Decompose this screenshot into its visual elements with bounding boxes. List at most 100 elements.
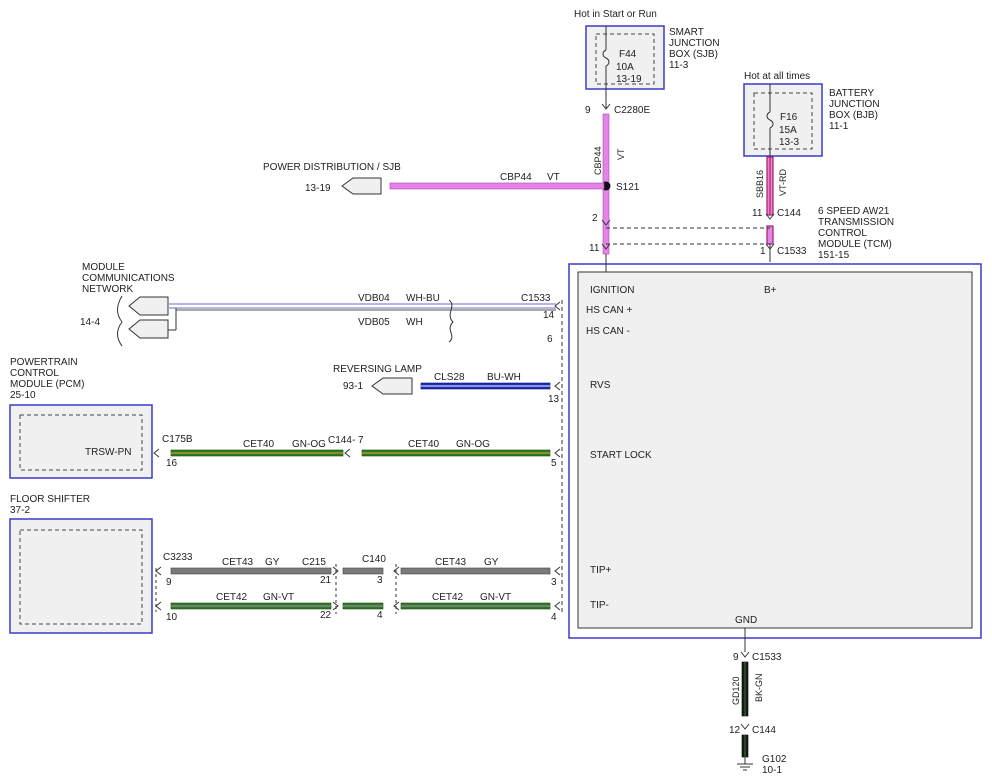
c140-label: C140 bbox=[362, 554, 386, 565]
sjb-hot-label: Hot in Start or Run bbox=[574, 9, 657, 20]
ignition-pin-lower: 11 bbox=[589, 243, 600, 254]
pcm-name-line2: CONTROL bbox=[10, 368, 59, 379]
c140-tip-plus-icon bbox=[393, 566, 400, 576]
power-distribution-link: POWER DISTRIBUTION / SJB 13-19 CBP44 VT bbox=[263, 162, 605, 195]
cet40-right-circuit: CET40 bbox=[408, 439, 440, 450]
tcm-tip-plus-pin: 3 bbox=[551, 577, 557, 588]
fuse-f16-icon bbox=[766, 111, 774, 129]
pcm-connector-icon bbox=[153, 448, 160, 458]
can-minus-color: WH bbox=[406, 317, 423, 328]
bjb-fuse-rating: 15A bbox=[779, 125, 797, 136]
bplus-wire-lower bbox=[766, 225, 774, 245]
rvs-connector-icon bbox=[554, 381, 561, 391]
smart-junction-box: Hot in Start or Run F44 10A 13-19 SMART … bbox=[574, 9, 720, 116]
sbb16-color: VT-RD bbox=[778, 168, 788, 196]
pcm-inline-connector: C144 bbox=[328, 435, 352, 446]
network-page: 14-4 bbox=[80, 317, 100, 328]
can-plus-color: WH-BU bbox=[406, 293, 440, 304]
cet43-right-color: GY bbox=[484, 557, 499, 568]
can-plus-pin: 14 bbox=[543, 310, 555, 321]
reversing-connector-icon bbox=[371, 377, 413, 395]
ground-circuit: 9 C1533 GD120 BK-GN 12 C144 G102 10-1 bbox=[729, 628, 787, 776]
c1533-ign-connector-icon bbox=[601, 243, 611, 250]
network-connector-2-icon bbox=[128, 319, 169, 339]
transmission-control-module: 6 SPEED AW21 TRANSMISSION CONTROL MODULE… bbox=[561, 206, 982, 639]
power-dist-color: VT bbox=[547, 172, 560, 183]
sjb-name-line3: BOX (SJB) bbox=[669, 49, 718, 60]
reversing-color: BU-WH bbox=[487, 372, 521, 383]
network-bracket-icon bbox=[117, 295, 123, 347]
bjb-fuse-ref: 13-3 bbox=[779, 137, 799, 148]
tip-minus-connector-icon bbox=[554, 601, 561, 611]
sjb-name-line1: SMART bbox=[669, 27, 704, 38]
tcm-battery-pin: 1 bbox=[760, 246, 766, 257]
shifter-tip-minus-pin: 10 bbox=[166, 612, 178, 623]
reversing-label: REVERSING LAMP bbox=[333, 364, 422, 375]
bjb-inner-box bbox=[753, 92, 813, 150]
cet42-right-color: GN-VT bbox=[480, 592, 511, 603]
splice-s121-label: S121 bbox=[616, 182, 640, 193]
bjb-name-line1: BATTERY bbox=[829, 88, 875, 99]
power-dist-page: 13-19 bbox=[305, 183, 331, 194]
c144-pcm-connector-icon bbox=[344, 448, 351, 458]
pcm-signal: TRSW-PN bbox=[85, 447, 131, 458]
sjb-inner-box bbox=[595, 33, 655, 85]
sjb-connector: C2280E bbox=[614, 105, 650, 116]
can-plus-circuit: VDB04 bbox=[358, 293, 390, 304]
can-minus-pin: 6 bbox=[547, 334, 553, 345]
cet43-left-circuit: CET43 bbox=[222, 557, 254, 568]
cet40-right-color: GN-OG bbox=[456, 439, 490, 450]
battery-junction-box: Hot at all times F16 15A 13-3 BATTERY JU… bbox=[743, 71, 880, 262]
tcm-pin-tip-plus: TIP+ bbox=[590, 565, 612, 576]
tcm-pin-start-lock: START LOCK bbox=[590, 450, 652, 461]
start-lock-connector-icon bbox=[554, 448, 561, 458]
c144-gnd-connector-icon bbox=[740, 723, 750, 730]
cbp44-vertical-circuit: CBP44 bbox=[593, 146, 603, 175]
cet42-left-color: GN-VT bbox=[263, 592, 294, 603]
can-minus-circuit: VDB05 bbox=[358, 317, 390, 328]
pcm-page: 25-10 bbox=[10, 390, 36, 401]
c215-tip-minus-pin: 22 bbox=[320, 610, 332, 621]
ignition-pin-upper: 2 bbox=[592, 213, 598, 224]
sbb16-circuit: SBB16 bbox=[755, 170, 765, 198]
gnd-pin-lower: 12 bbox=[729, 725, 741, 736]
tcm-tip-minus-pin: 4 bbox=[551, 612, 557, 623]
bjb-hot-label: Hot at all times bbox=[744, 71, 810, 82]
cet43-wire-mid bbox=[342, 567, 384, 575]
gnd-pin-upper: 9 bbox=[733, 652, 739, 663]
ground-id: G102 bbox=[762, 754, 787, 765]
c140-tip-minus-pin: 4 bbox=[377, 610, 383, 621]
tcm-name-line4: MODULE (TCM) bbox=[818, 239, 892, 250]
shifter-name: FLOOR SHIFTER bbox=[10, 494, 90, 505]
shifter-box bbox=[9, 518, 153, 634]
pcm-inner-box bbox=[19, 414, 143, 471]
power-dist-circuit: CBP44 bbox=[500, 172, 532, 183]
pcm-connector: C175B bbox=[162, 434, 193, 445]
shifter-tip-plus-pin: 9 bbox=[166, 577, 172, 588]
c144-ign-connector-icon bbox=[601, 219, 611, 226]
power-dist-label: POWER DISTRIBUTION / SJB bbox=[263, 162, 401, 173]
tcm-pin-ignition: IGNITION bbox=[590, 285, 634, 296]
bjb-c144-pin: 11 bbox=[752, 208, 763, 219]
tcm-inner-box bbox=[577, 271, 973, 629]
start-lock-pin: 5 bbox=[551, 458, 557, 469]
fuse-f44-icon bbox=[602, 49, 610, 67]
module-communications-network: MODULE COMMUNICATIONS NETWORK 14-4 VDB04… bbox=[80, 262, 561, 347]
bjb-fuse-id: F16 bbox=[780, 112, 798, 123]
pcm-box bbox=[9, 404, 153, 479]
bjb-box bbox=[743, 83, 823, 157]
tcm-pin-rvs: RVS bbox=[590, 380, 611, 391]
gnd-connector-lower: C144 bbox=[752, 725, 776, 736]
pcm-name-line3: MODULE (PCM) bbox=[10, 379, 84, 390]
c3233-tip-plus-icon bbox=[155, 566, 162, 576]
network-name-line2: COMMUNICATIONS bbox=[82, 273, 175, 284]
bjb-name-line3: BOX (BJB) bbox=[829, 110, 878, 121]
cbp44-vertical-color: VT bbox=[616, 148, 626, 160]
cet43-wire-right bbox=[400, 567, 551, 575]
sjb-fuse-id: F44 bbox=[619, 49, 637, 60]
cet40-left-color: GN-OG bbox=[292, 439, 326, 450]
gnd-connector-upper: C1533 bbox=[752, 652, 782, 663]
cet42-left-circuit: CET42 bbox=[216, 592, 248, 603]
c215-tip-plus-pin: 21 bbox=[320, 575, 332, 586]
